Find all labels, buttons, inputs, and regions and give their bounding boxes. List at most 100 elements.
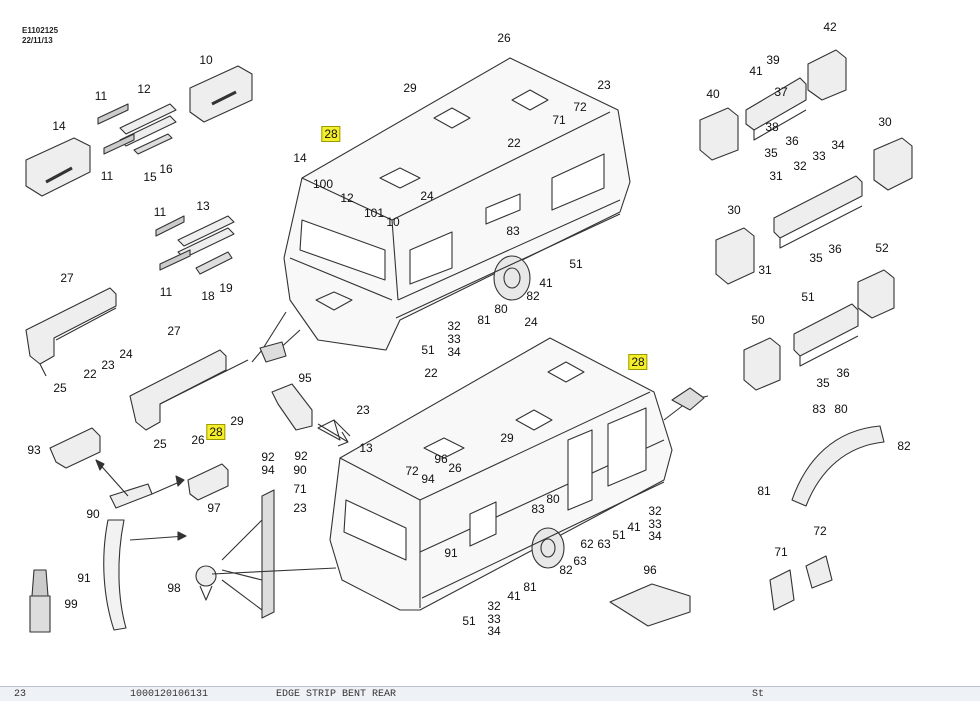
callout-number: 90 bbox=[293, 463, 307, 477]
callout-number: 81 bbox=[523, 580, 537, 594]
callout-number: 92 bbox=[294, 449, 308, 463]
callout-number: 83 bbox=[506, 224, 520, 238]
table-cell-part-number: 1000120106131 bbox=[130, 689, 209, 700]
callout-number: 12 bbox=[137, 82, 151, 96]
callout-number: 23 bbox=[356, 403, 370, 417]
callout-number: 31 bbox=[758, 263, 772, 277]
callout-number: 94 bbox=[261, 463, 275, 477]
table-cell-description: EDGE STRIP BENT REAR bbox=[276, 689, 397, 700]
callout-number: 32 bbox=[648, 504, 662, 518]
callout-number: 34 bbox=[831, 138, 845, 152]
callout-number: 11 bbox=[94, 89, 108, 103]
callout-number: 35 bbox=[764, 146, 778, 160]
callout-number: 91 bbox=[444, 546, 458, 560]
callout-number: 83 bbox=[812, 402, 826, 416]
callout-number: 14 bbox=[293, 151, 307, 165]
callout-number: 72 bbox=[573, 100, 587, 114]
callout-number: 51 bbox=[612, 528, 626, 542]
callout-number: 82 bbox=[897, 439, 911, 453]
callout-number: 27 bbox=[167, 324, 181, 338]
left-parts-illustrations bbox=[25, 65, 349, 633]
callout-number: 25 bbox=[153, 437, 167, 451]
parts-table-row[interactable]: 23 1000120106131 EDGE STRIP BENT REAR St bbox=[0, 686, 980, 701]
callout-number: 51 bbox=[569, 257, 583, 271]
callout-number: 42 bbox=[823, 20, 837, 34]
drawing-number: E1102125 bbox=[22, 26, 59, 35]
callout-number: 28 bbox=[628, 354, 648, 370]
callout-number: 99 bbox=[64, 597, 78, 611]
callout-number: 35 bbox=[816, 376, 830, 390]
callout-number: 51 bbox=[801, 290, 815, 304]
callout-number: 24 bbox=[119, 347, 133, 361]
callout-number: 18 bbox=[201, 289, 215, 303]
callout-number: 22 bbox=[424, 366, 438, 380]
callout-number: 14 bbox=[52, 119, 66, 133]
callout-number: 11 bbox=[100, 169, 114, 183]
callout-number: 32 bbox=[793, 159, 807, 173]
callout-number: 101 bbox=[363, 206, 385, 220]
callout-number: 71 bbox=[293, 482, 307, 496]
callout-number: 36 bbox=[785, 134, 799, 148]
callout-number: 13 bbox=[359, 441, 373, 455]
callout-number: 13 bbox=[196, 199, 210, 213]
callout-number: 33 bbox=[812, 149, 826, 163]
callout-number: 41 bbox=[627, 520, 641, 534]
callout-number: 94 bbox=[421, 472, 435, 486]
table-cell-position: 23 bbox=[14, 689, 27, 700]
callout-number: 51 bbox=[421, 343, 435, 357]
callout-number: 72 bbox=[405, 464, 419, 478]
callout-number: 35 bbox=[809, 251, 823, 265]
callout-number: 23 bbox=[101, 358, 115, 372]
callout-number: 10 bbox=[199, 53, 213, 67]
callout-number: 24 bbox=[420, 189, 434, 203]
callout-number: 98 bbox=[167, 581, 181, 595]
callout-number: 11 bbox=[159, 285, 173, 299]
caravan-bottom-illustration bbox=[317, 337, 709, 611]
callout-number: 23 bbox=[293, 501, 307, 515]
callout-number: 40 bbox=[706, 87, 720, 101]
callout-number: 90 bbox=[86, 507, 100, 521]
parts-diagram bbox=[25, 49, 913, 633]
callout-number: 96 bbox=[643, 563, 657, 577]
callout-number: 71 bbox=[774, 545, 788, 559]
callout-number: 16 bbox=[159, 162, 173, 176]
callout-number: 30 bbox=[878, 115, 892, 129]
callout-number: 63 bbox=[597, 537, 611, 551]
callout-number: 24 bbox=[524, 315, 538, 329]
callout-number: 100 bbox=[312, 177, 334, 191]
callout-number: 36 bbox=[828, 242, 842, 256]
callout-number: 95 bbox=[298, 371, 312, 385]
callout-number: 26 bbox=[191, 433, 205, 447]
callout-number: 29 bbox=[500, 431, 514, 445]
callout-number: 81 bbox=[477, 313, 491, 327]
callout-number: 92 bbox=[261, 450, 275, 464]
callout-number: 12 bbox=[340, 191, 354, 205]
callout-number: 15 bbox=[143, 170, 157, 184]
callout-number: 31 bbox=[769, 169, 783, 183]
callout-number: 10 bbox=[386, 215, 400, 229]
callout-number: 41 bbox=[749, 64, 763, 78]
callout-number: 19 bbox=[219, 281, 233, 295]
callout-number: 28 bbox=[321, 126, 341, 142]
callout-number: 41 bbox=[539, 276, 553, 290]
callout-number: 27 bbox=[60, 271, 74, 285]
callout-number: 34 bbox=[447, 345, 461, 359]
callout-number: 32 bbox=[447, 319, 461, 333]
callout-number: 91 bbox=[77, 571, 91, 585]
callout-number: 63 bbox=[573, 554, 587, 568]
callout-number: 33 bbox=[447, 332, 461, 346]
drawing-date: 22/11/13 bbox=[22, 36, 53, 45]
callout-number: 81 bbox=[757, 484, 771, 498]
callout-number: 62 bbox=[580, 537, 594, 551]
callout-number: 34 bbox=[487, 624, 501, 638]
callout-number: 26 bbox=[448, 461, 462, 475]
callout-number: 37 bbox=[774, 85, 788, 99]
callout-number: 80 bbox=[834, 402, 848, 416]
callout-number: 80 bbox=[546, 492, 560, 506]
callout-number: 71 bbox=[552, 113, 566, 127]
callout-number: 93 bbox=[27, 443, 41, 457]
callout-number: 36 bbox=[836, 366, 850, 380]
table-cell-unit: St bbox=[752, 689, 765, 700]
right-parts-illustrations bbox=[609, 49, 913, 627]
callout-number: 50 bbox=[751, 313, 765, 327]
